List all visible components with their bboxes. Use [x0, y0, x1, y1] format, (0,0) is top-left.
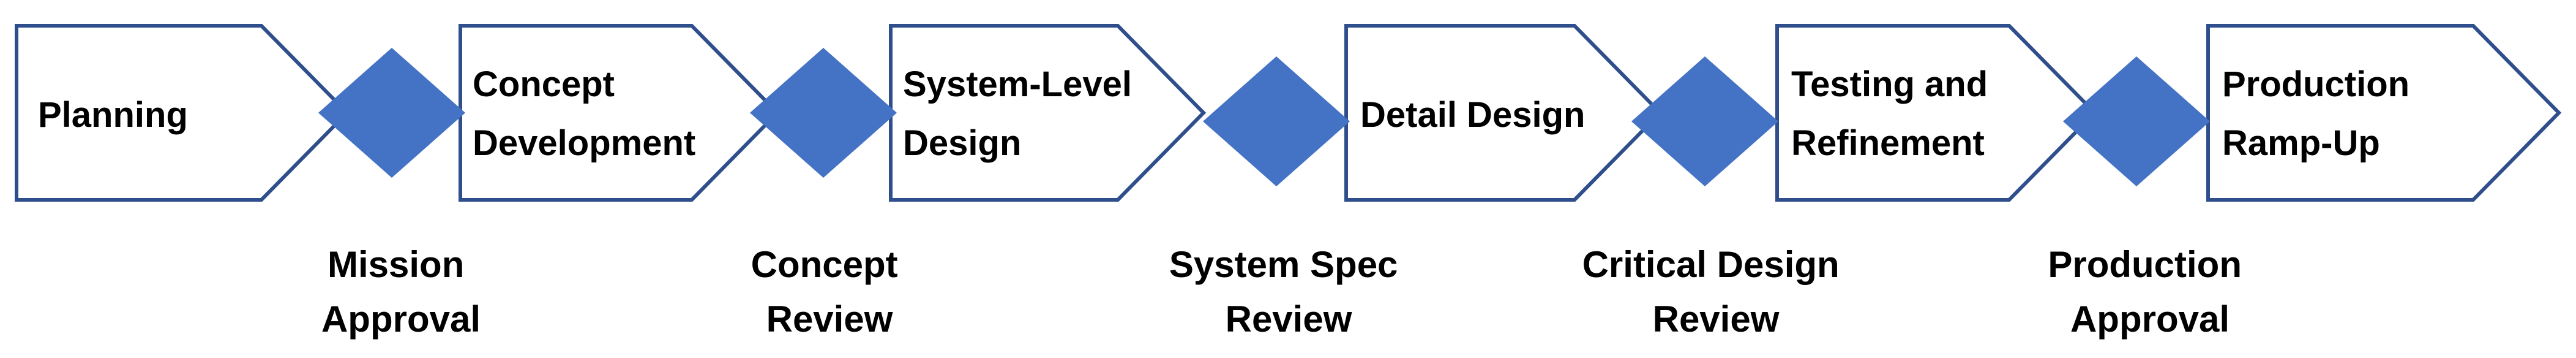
- stage-label-line: System-Level: [903, 64, 1132, 104]
- gate-label-line: Review: [1653, 299, 1780, 340]
- stage-system-level-design-shape: [889, 24, 1207, 202]
- stage-label-line: Refinement: [1791, 123, 1985, 163]
- stage-label-detail-design: Detail Design: [1360, 95, 1585, 135]
- gate-system-spec-review-diamond: [1203, 56, 1350, 186]
- stage-label-line: Detail Design: [1360, 95, 1585, 135]
- stage-detail-design-shape: [1344, 24, 1663, 202]
- gate-label-line: Approval: [321, 299, 481, 340]
- gate-label-system-spec-review: System Spec Review: [1169, 244, 1408, 340]
- gate-critical-design-review-diamond: [1631, 56, 1778, 186]
- stage-planning-shape: [15, 24, 350, 202]
- gate-label-critical-design-review: Critical Design Review: [1582, 244, 1850, 340]
- gate-label-line: System Spec: [1169, 244, 1398, 285]
- gate-mission-approval-diamond: [318, 48, 465, 178]
- gate-label-line: Review: [1226, 299, 1352, 340]
- gate-label-line: Production: [2048, 244, 2242, 285]
- gate-label-line: Concept: [751, 244, 898, 285]
- gate-label-mission-approval: Mission Approval: [321, 244, 481, 340]
- stage-concept-development-shape: [459, 24, 781, 202]
- stage-label-line: Production: [2222, 64, 2409, 104]
- gate-labels: Mission Approval Concept Review System S…: [321, 244, 2252, 340]
- stage-label-production-ramp-up: Production Ramp-Up: [2222, 64, 2419, 163]
- stage-label-line: Testing and: [1791, 64, 1988, 104]
- stages: [15, 24, 2562, 202]
- gate-label-line: Critical Design: [1582, 244, 1840, 285]
- stage-label-line: Ramp-Up: [2222, 123, 2380, 163]
- stage-label-system-level-design: System-Level Design: [903, 64, 1142, 163]
- gate-label-line: Approval: [2070, 299, 2230, 340]
- gate-label-line: Review: [766, 299, 893, 340]
- stage-label-line: Planning: [38, 95, 188, 135]
- gate-production-approval-diamond: [2063, 56, 2210, 186]
- stage-label-planning: Planning: [38, 95, 188, 135]
- stage-label-line: Design: [903, 123, 1021, 163]
- gate-label-concept-review: Concept Review: [751, 244, 908, 340]
- stage-label-testing-refinement: Testing and Refinement: [1791, 64, 1998, 163]
- gate-label-line: Mission: [328, 244, 464, 285]
- gate-label-production-approval: Production Approval: [2048, 244, 2252, 340]
- stage-testing-refinement-shape: [1775, 24, 2098, 202]
- stage-labels: Planning Concept Development System-Leve…: [38, 64, 2419, 163]
- stage-label-concept-development: Concept Development: [473, 64, 695, 163]
- gate-concept-review-diamond: [750, 48, 897, 178]
- stage-production-ramp-up-shape: [2206, 24, 2562, 202]
- gates: [318, 48, 2210, 186]
- stage-label-line: Concept: [473, 64, 615, 104]
- stage-label-line: Development: [473, 123, 695, 163]
